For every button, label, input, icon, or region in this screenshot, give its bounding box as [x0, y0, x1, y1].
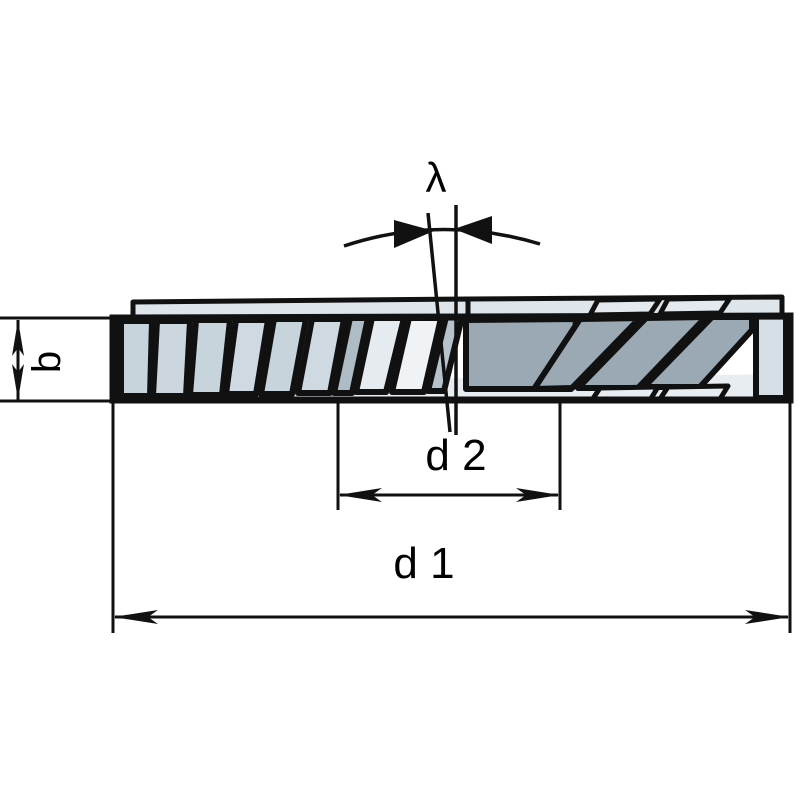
lambda-label: λ — [426, 154, 447, 201]
dimension-b: b — [0, 316, 118, 403]
d1-arrowhead-right — [745, 610, 790, 624]
d2-arrowhead-right — [516, 488, 560, 502]
tooth-field-left — [113, 315, 371, 399]
d2-arrowhead-left — [338, 488, 382, 502]
dimension-d1: d 1 — [111, 400, 792, 633]
end-tooth-block — [753, 313, 789, 401]
tooth-segment — [187, 317, 233, 398]
tooth-segment — [150, 318, 193, 399]
lambda-tilted-leg — [426, 212, 452, 433]
d2-label: d 2 — [425, 431, 486, 480]
hatch-notch-top — [587, 296, 663, 318]
d1-arrowhead-left — [113, 610, 158, 624]
d1-label: d 1 — [393, 539, 454, 588]
dimension-d2: d 2 — [336, 400, 562, 510]
blade-left-end-cap — [113, 318, 124, 400]
lambda-arc — [343, 227, 541, 248]
b-arrowhead-top — [12, 320, 24, 356]
saw-blade-body — [109, 294, 794, 404]
lambda-arrowhead-right — [454, 216, 492, 244]
lambda-arrowhead-left — [394, 220, 434, 248]
b-arrowhead-bottom — [12, 364, 24, 400]
hatch-notch-top — [657, 295, 733, 317]
angle-dimension-lambda: λ — [343, 154, 541, 433]
b-label: b — [25, 351, 69, 373]
